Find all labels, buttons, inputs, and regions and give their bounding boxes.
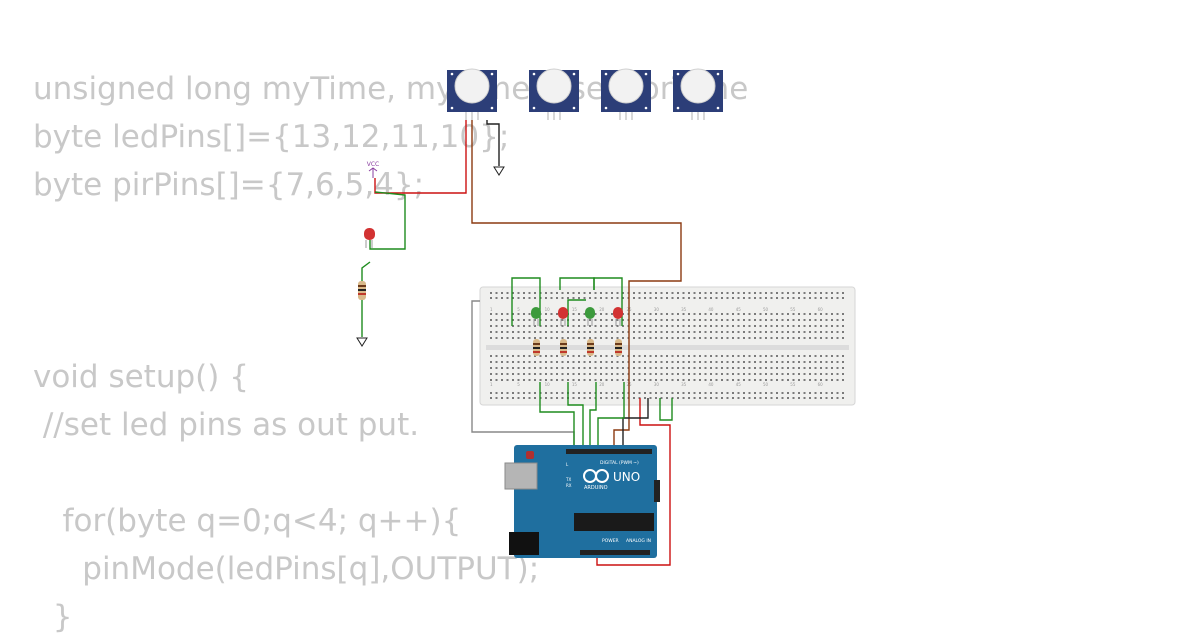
breadboard-column-number: 30: [654, 307, 660, 312]
breadboard-column-number: 40: [708, 382, 714, 387]
code-line: byte pirPins[]={7,6,5,4};: [33, 167, 425, 203]
wire-led3[interactable]: [593, 277, 623, 326]
breadboard-column-number: 35: [681, 382, 687, 387]
reset-button[interactable]: [526, 451, 534, 459]
resistor[interactable]: [358, 281, 366, 300]
l-label: L: [566, 462, 569, 467]
rx-label: RX: [566, 483, 572, 488]
breadboard-column-number: 10: [545, 382, 551, 387]
ground-symbol: [493, 166, 505, 176]
resistor[interactable]: [533, 339, 540, 356]
led[interactable]: [558, 307, 568, 326]
led[interactable]: [585, 307, 595, 326]
power-label: POWER: [602, 538, 619, 544]
breadboard-column-number: 60: [818, 382, 824, 387]
wire-d11[interactable]: [589, 382, 597, 445]
wire-rail-jumper[interactable]: [659, 398, 673, 421]
wire-side-led[interactable]: [369, 191, 406, 250]
wire-led-link[interactable]: [567, 299, 586, 326]
wire-gnd-pir[interactable]: [486, 120, 500, 166]
wire-led1[interactable]: [511, 277, 541, 326]
arduino-brand: ARDUINO: [584, 485, 608, 491]
power-jack: [509, 532, 539, 555]
pir-sensor[interactable]: [447, 68, 497, 120]
wire-d10[interactable]: [597, 382, 625, 445]
wire-vcc-pir[interactable]: [374, 120, 467, 194]
breadboard-column-number: 55: [790, 382, 796, 387]
breadboard-column-number: 60: [818, 307, 824, 312]
breadboard-column-number: 35: [681, 307, 687, 312]
breadboard-column-number: 5: [517, 307, 520, 312]
breadboard-column-number: 20: [599, 382, 605, 387]
led[interactable]: [613, 307, 623, 326]
wire-gnd-arduino[interactable]: [622, 398, 649, 445]
microcontroller-chip: [574, 513, 654, 531]
pir-sensors: [447, 68, 723, 120]
breadboard-column-number: 10: [545, 307, 551, 312]
ground-symbol: [356, 337, 368, 347]
tx-label: TX: [565, 477, 571, 482]
breadboard-column-number: 15: [572, 307, 578, 312]
analog-header: [580, 550, 650, 555]
wire-d12[interactable]: [567, 382, 584, 445]
resistor[interactable]: [615, 339, 622, 356]
breadboard-column-number: 50: [763, 307, 769, 312]
pir-sensor[interactable]: [601, 68, 651, 120]
pir-sensor[interactable]: [529, 68, 579, 120]
breadboard-column-number: 55: [790, 307, 796, 312]
code-line: byte ledPins[]={13,12,11,10};: [33, 119, 510, 155]
breadboard-column-number: 50: [763, 382, 769, 387]
code-line: for(byte q=0;q<4; q++){: [33, 503, 462, 539]
vcc-symbol: VCC: [367, 161, 379, 178]
code-line: //set led pins as out put.: [33, 407, 420, 443]
wire-d13[interactable]: [539, 382, 575, 445]
arduino-model: UNO: [613, 470, 640, 484]
code-line: }: [33, 599, 73, 635]
usb-port: [504, 462, 538, 490]
breadboard-column-number: 5: [517, 382, 520, 387]
vcc-label: VCC: [367, 161, 379, 168]
side-led[interactable]: [364, 228, 375, 248]
breadboard-column-number: 1: [490, 307, 493, 312]
digital-label: DIGITAL (PWM ~): [600, 460, 639, 466]
wires: [361, 120, 682, 566]
breadboard-leds: [531, 307, 623, 356]
arduino-uno[interactable]: UNO ARDUINO DIGITAL (PWM ~) POWER ANALOG…: [504, 445, 660, 558]
wire-power[interactable]: [596, 398, 671, 566]
digital-header: [566, 449, 652, 454]
breadboard-column-number: 30: [654, 382, 660, 387]
analog-label: ANALOG IN: [626, 538, 651, 544]
led[interactable]: [531, 307, 541, 326]
code-line: void setup() {: [33, 359, 249, 395]
icsp-header: [654, 480, 660, 502]
breadboard-column-number: 45: [736, 382, 742, 387]
breadboard-column-number: 15: [572, 382, 578, 387]
breadboard-column-number: 45: [736, 307, 742, 312]
pir-sensor[interactable]: [673, 68, 723, 120]
resistor[interactable]: [560, 339, 567, 356]
breadboard-column-number: 20: [599, 307, 605, 312]
code-line: pinMode(ledPins[q],OUTPUT);: [33, 551, 540, 587]
breadboard-column-number: 40: [708, 307, 714, 312]
wire-brown[interactable]: [471, 120, 682, 445]
resistor[interactable]: [587, 339, 594, 356]
wire-side-led-res[interactable]: [361, 261, 371, 282]
breadboard-column-number: 1: [490, 382, 493, 387]
